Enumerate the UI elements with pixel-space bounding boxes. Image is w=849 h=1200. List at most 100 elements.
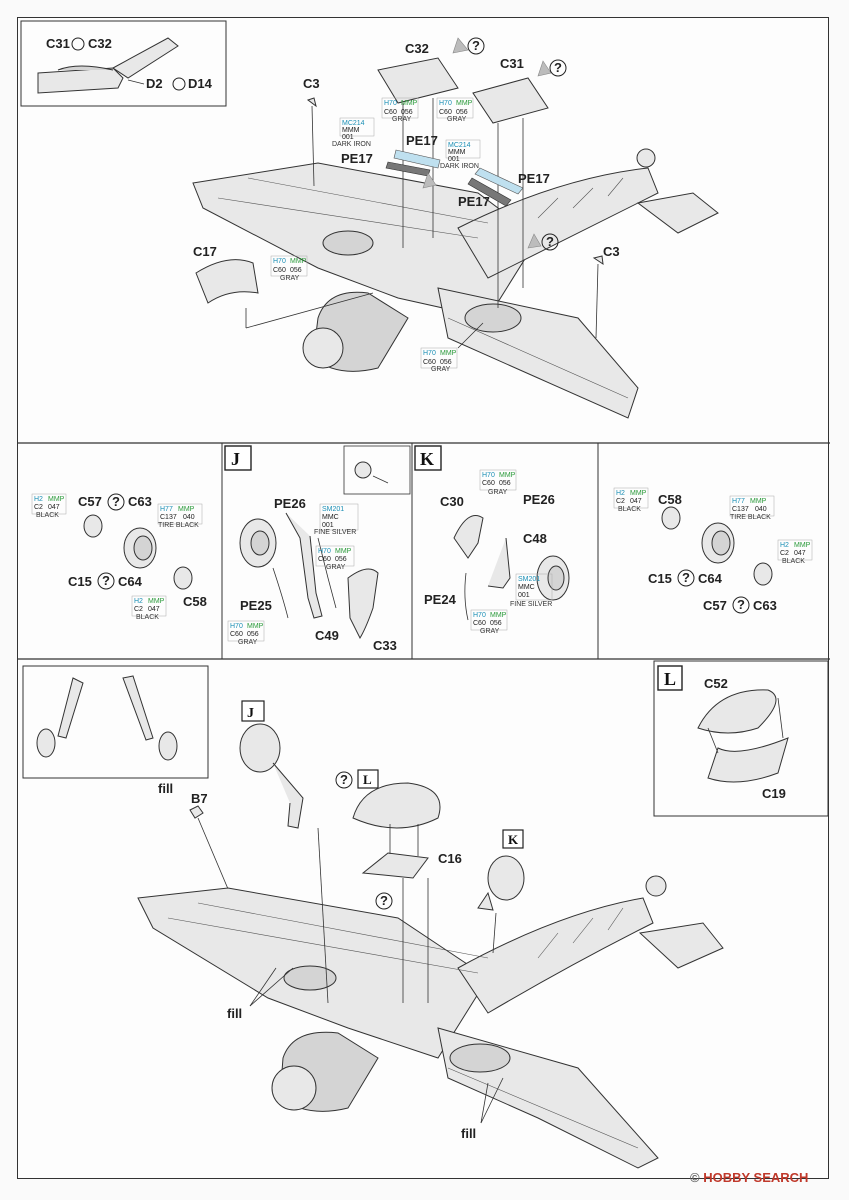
svg-text:PE26: PE26	[274, 496, 306, 511]
assembly-k: K H70 MMP C60 056 GRAY C30 PE26 C48 SM20…	[414, 445, 570, 635]
instruction-page: C31 C32 D2 D14 C32 ?	[17, 17, 830, 1179]
svg-text:C60: C60	[384, 109, 397, 116]
svg-text:?: ?	[554, 60, 562, 75]
svg-text:056: 056	[290, 267, 302, 274]
label-fill-2: fill	[227, 1006, 242, 1021]
watermark-copyright: ©	[690, 1170, 700, 1185]
svg-text:BLACK: BLACK	[618, 506, 641, 513]
wheel-assembly-right: H2 MMP C2 047 BLACK C58 H77 MMP C137 040…	[613, 487, 813, 614]
svg-text:001: 001	[342, 134, 354, 141]
mini-l: ? L C16	[335, 769, 462, 879]
svg-text:C15: C15	[648, 571, 672, 586]
svg-text:C60: C60	[482, 480, 495, 487]
svg-text:GRAY: GRAY	[488, 489, 508, 496]
svg-text:001: 001	[518, 592, 530, 599]
svg-text:047: 047	[48, 504, 60, 511]
svg-text:C63: C63	[128, 494, 152, 509]
part-c17: C17 H70 MMP C60 056 GRAY	[193, 244, 374, 329]
svg-text:H70: H70	[423, 350, 436, 357]
label-pe17-a: PE17	[406, 133, 438, 148]
svg-text:MMP: MMP	[490, 612, 507, 619]
svg-text:C2: C2	[34, 504, 43, 511]
svg-text:GRAY: GRAY	[392, 116, 412, 123]
svg-text:056: 056	[401, 109, 413, 116]
label-c31: C31	[500, 56, 524, 71]
svg-text:GRAY: GRAY	[480, 628, 500, 635]
svg-text:C57: C57	[703, 598, 727, 613]
svg-text:H70: H70	[439, 100, 452, 107]
svg-text:MMP: MMP	[48, 496, 65, 503]
svg-text:MMP: MMP	[499, 472, 516, 479]
svg-text:K: K	[508, 832, 519, 847]
svg-text:C49: C49	[315, 628, 339, 643]
svg-text:047: 047	[794, 550, 806, 557]
svg-text:GRAY: GRAY	[326, 564, 346, 571]
watermark: © HOBBY SEARCH	[690, 1170, 808, 1185]
svg-text:?: ?	[737, 597, 745, 612]
svg-text:MMP: MMP	[401, 100, 418, 107]
label-c3-left: C3	[303, 76, 320, 91]
svg-text:001: 001	[322, 522, 334, 529]
svg-text:C60: C60	[230, 631, 243, 638]
svg-text:K: K	[420, 449, 434, 469]
svg-text:MMP: MMP	[178, 506, 195, 513]
svg-text:H2: H2	[134, 598, 143, 605]
svg-text:MMP: MMP	[335, 548, 352, 555]
svg-text:J: J	[231, 449, 240, 469]
svg-text:MMC: MMC	[322, 514, 339, 521]
svg-text:FINE SILVER: FINE SILVER	[314, 529, 356, 536]
svg-text:L: L	[664, 669, 676, 689]
svg-text:C137: C137	[732, 506, 749, 513]
svg-text:H70: H70	[473, 612, 486, 619]
svg-text:PE24: PE24	[424, 592, 457, 607]
label-pe17-d: PE17	[458, 194, 490, 209]
svg-text:C64: C64	[118, 574, 143, 589]
svg-text:C33: C33	[373, 638, 397, 653]
svg-text:MMP: MMP	[630, 490, 647, 497]
paint-c31: H70 MMP C60 056 GRAY	[436, 97, 474, 123]
mini-k: K	[477, 829, 525, 911]
label-c3-right: C3	[603, 244, 620, 259]
svg-text:C15: C15	[68, 574, 92, 589]
part-c31: C31 ?	[472, 56, 567, 308]
wheel-assembly-left: H2 MMP C2 047 BLACK C57 ? C63 H77 MMP C1…	[31, 493, 207, 621]
label-c17: C17	[193, 244, 217, 259]
label-fill-3: fill	[461, 1126, 476, 1141]
inset-label-d2: D2	[146, 76, 163, 91]
svg-text:DARK IRON: DARK IRON	[440, 163, 479, 170]
svg-text:H70: H70	[384, 100, 397, 107]
svg-text:MC214: MC214	[342, 120, 365, 127]
svg-text:fill: fill	[158, 781, 173, 796]
svg-text:?: ?	[112, 494, 120, 509]
svg-text:H70: H70	[230, 623, 243, 630]
watermark-brand: HOBBY SEARCH	[703, 1170, 809, 1185]
svg-text:SM201: SM201	[322, 506, 344, 513]
part-c32: C32 ?	[377, 37, 485, 248]
svg-text:C30: C30	[440, 494, 464, 509]
svg-text:MMP: MMP	[148, 598, 165, 605]
svg-text:BLACK: BLACK	[36, 512, 59, 519]
svg-text:?: ?	[380, 893, 388, 908]
svg-text:BLACK: BLACK	[136, 614, 159, 621]
label-pe17-b: PE17	[341, 151, 373, 166]
mini-j: J	[239, 700, 304, 829]
svg-text:H2: H2	[616, 490, 625, 497]
svg-text:047: 047	[630, 498, 642, 505]
svg-text:MMM: MMM	[342, 127, 360, 134]
assembly-j: J PE26 SM201 MMC 001 FINE SILVER H70 MMP…	[224, 445, 411, 653]
svg-text:C2: C2	[616, 498, 625, 505]
svg-text:SM201: SM201	[518, 576, 540, 583]
assembly-l: L C52 C19	[653, 660, 829, 817]
svg-text:H2: H2	[780, 542, 789, 549]
svg-text:J: J	[247, 706, 254, 721]
svg-text:040: 040	[755, 506, 767, 513]
svg-text:H2: H2	[34, 496, 43, 503]
svg-text:MMP: MMP	[247, 623, 264, 630]
inset-gear-view	[22, 665, 209, 779]
svg-text:GRAY: GRAY	[280, 275, 300, 282]
svg-text:C48: C48	[523, 531, 547, 546]
svg-text:H70: H70	[273, 258, 286, 265]
svg-text:C60: C60	[423, 359, 436, 366]
svg-text:056: 056	[456, 109, 468, 116]
svg-text:H77: H77	[160, 506, 173, 513]
